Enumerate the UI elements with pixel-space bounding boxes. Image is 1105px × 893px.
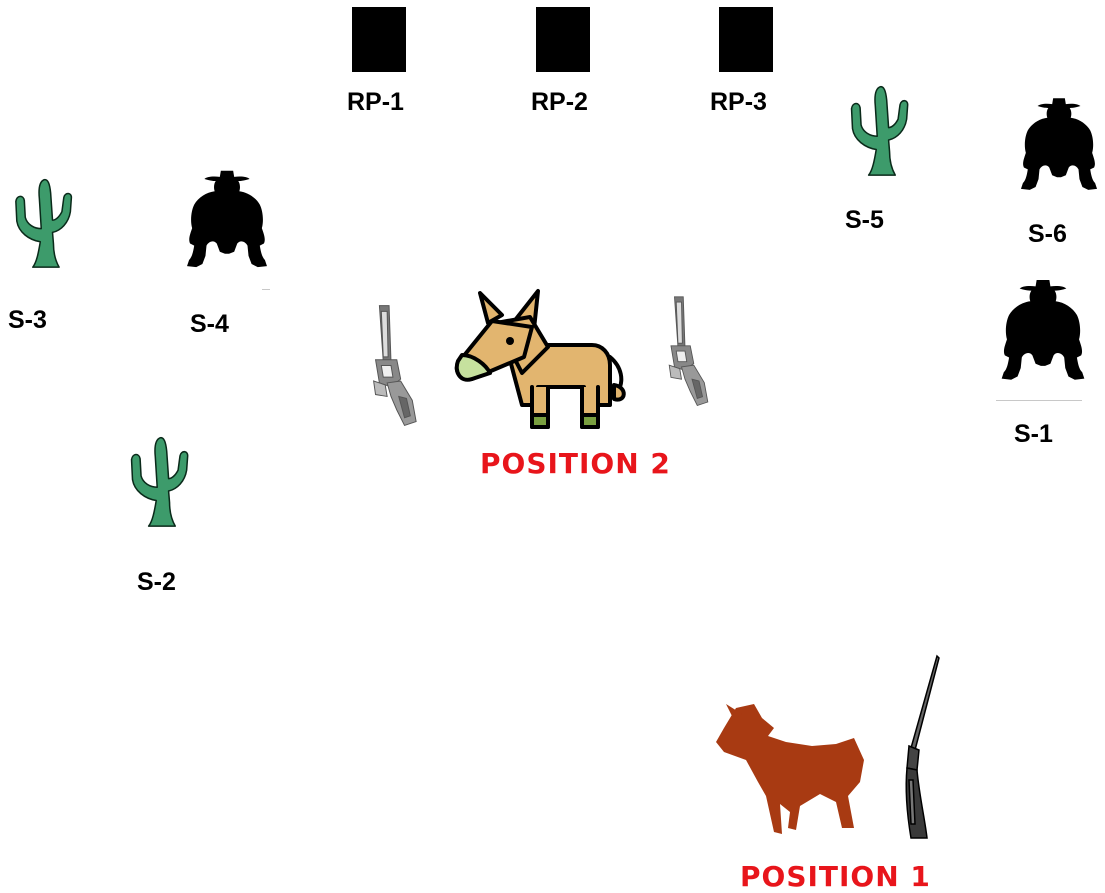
rp-1-target	[352, 7, 406, 72]
s-1-label: S-1	[1014, 420, 1053, 448]
rp-3-label: RP-3	[710, 88, 767, 116]
revolver-icon	[362, 303, 420, 430]
bad-guy-silhouette-icon	[1020, 95, 1098, 197]
s-1-divider	[996, 400, 1082, 401]
position-2-label: POSITION 2	[480, 447, 671, 480]
cactus-icon	[836, 83, 926, 178]
cartoon-donkey-icon	[454, 289, 626, 429]
mule-silhouette-icon	[716, 704, 864, 834]
revolver-icon	[656, 295, 714, 409]
s-4-divider	[262, 289, 270, 290]
cactus-icon	[9, 176, 81, 270]
shotgun-icon	[905, 654, 940, 839]
bad-guy-silhouette-icon	[1000, 279, 1086, 385]
rp-2-target	[536, 7, 590, 72]
s-4-label: S-4	[190, 310, 229, 338]
s-3-label: S-3	[8, 306, 47, 334]
rp-1-label: RP-1	[347, 88, 404, 116]
cactus-icon	[126, 434, 196, 529]
bad-guy-silhouette-icon	[186, 169, 268, 273]
s-2-label: S-2	[137, 568, 176, 596]
position-1-label: POSITION 1	[740, 860, 931, 893]
s-5-label: S-5	[845, 206, 884, 234]
s-6-label: S-6	[1028, 220, 1067, 248]
rp-2-label: RP-2	[531, 88, 588, 116]
rp-3-target	[719, 7, 773, 72]
